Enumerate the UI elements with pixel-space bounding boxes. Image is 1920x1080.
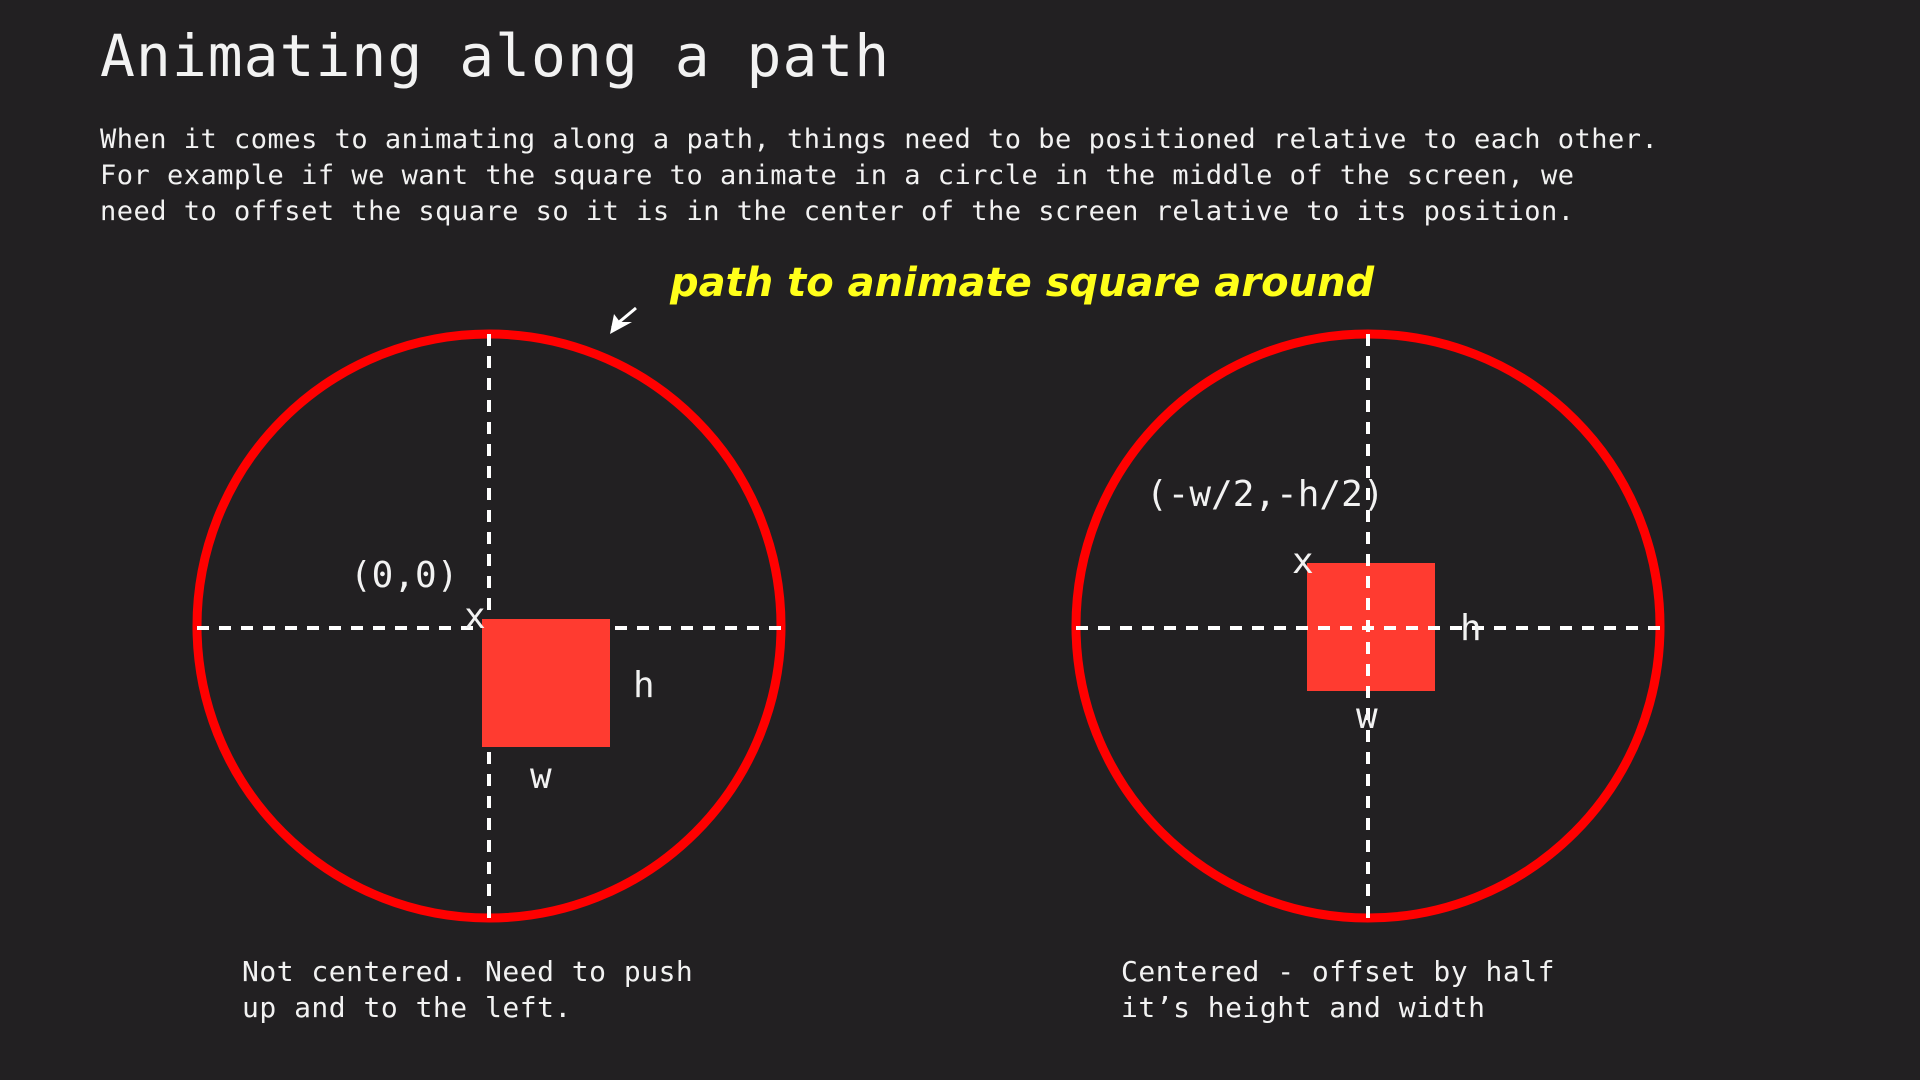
intro-paragraph: When it comes to animating along a path,…: [100, 122, 1900, 230]
annotation-text: path to animate square around: [669, 260, 1375, 306]
right-caption: Centered - offset by half it’s height an…: [1121, 954, 1555, 1026]
intro-line: need to offset the square so it is in th…: [100, 196, 1575, 227]
caption-line: it’s height and width: [1121, 991, 1486, 1024]
right-origin-label: (-w/2,-h/2): [1146, 474, 1384, 515]
slide-title: Animating along a path: [100, 22, 891, 90]
left-height-label: h: [633, 665, 655, 706]
annotation-arrow-icon: [610, 306, 637, 334]
caption-line: Centered - offset by half: [1121, 955, 1555, 988]
left-caption: Not centered. Need to push up and to the…: [242, 954, 693, 1026]
intro-line: For example if we want the square to ani…: [100, 160, 1575, 191]
right-height-label: h: [1460, 608, 1482, 649]
caption-line: Not centered. Need to push: [242, 955, 694, 988]
right-origin-marker: x: [1292, 541, 1314, 582]
left-width-label: w: [530, 756, 552, 797]
left-square: [482, 619, 610, 747]
right-width-label: w: [1356, 696, 1378, 737]
caption-line: up and to the left.: [242, 991, 572, 1024]
left-origin-label: (0,0): [350, 555, 458, 596]
intro-line: When it comes to animating along a path,…: [100, 124, 1659, 155]
right-diagram: (-w/2,-h/2) x h w: [1071, 329, 1665, 923]
left-diagram: (0,0) x h w: [192, 329, 786, 923]
left-origin-marker: x: [464, 596, 486, 637]
